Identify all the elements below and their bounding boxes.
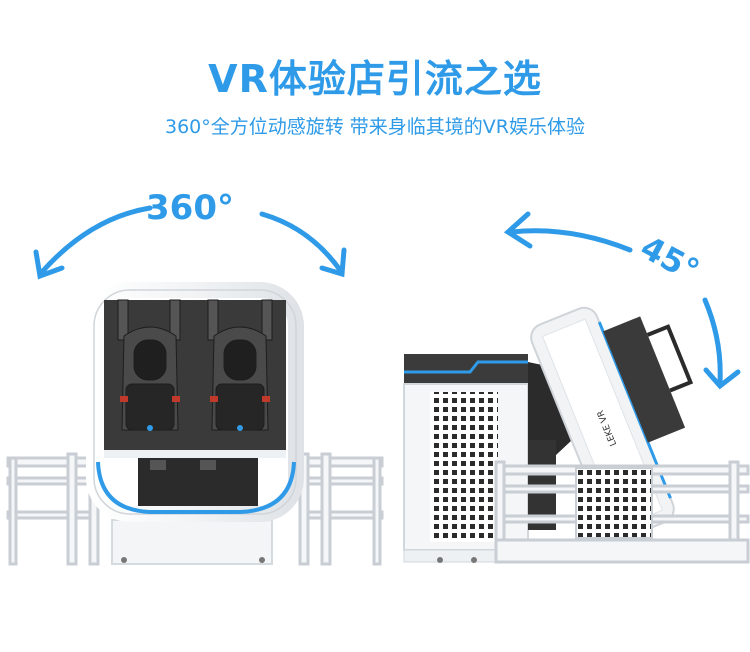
tilt-arrow-icon [503, 211, 741, 390]
page-subtitle: 360°全方位动感旋转 带来身临其境的VR娱乐体验 [164, 116, 585, 138]
twin-seats [117, 299, 273, 431]
control-cabinet [403, 354, 529, 563]
speaker-grille [575, 467, 653, 539]
rotation-label: 360° [146, 188, 234, 228]
page-title: VR体验店引流之选 [208, 57, 542, 101]
machine-base-left [111, 452, 273, 565]
rotation-arrow-icon [33, 205, 347, 280]
